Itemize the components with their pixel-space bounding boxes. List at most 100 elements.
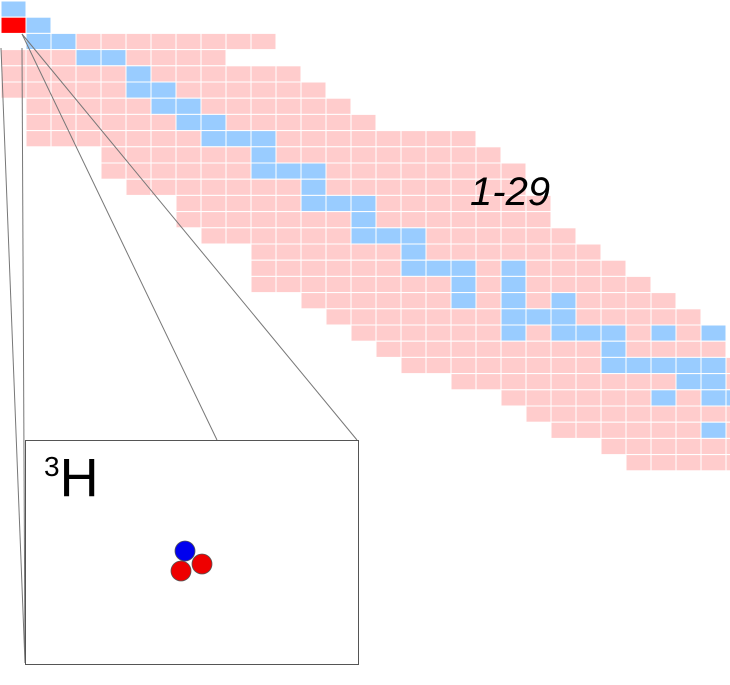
unstable-nuclide-cell [575,243,602,261]
unstable-nuclide-cell [575,356,602,375]
isotope-inset: 3H [25,440,359,665]
unstable-nuclide-cell [25,81,52,99]
unstable-nuclide-cell [425,211,452,229]
unstable-nuclide-cell [500,227,527,245]
unstable-nuclide-cell [425,340,452,358]
stable-nuclide-cell [175,97,202,115]
stable-nuclide-cell [250,130,277,148]
unstable-nuclide-cell [375,340,402,358]
unstable-nuclide-cell [525,227,552,245]
unstable-nuclide-cell [400,308,427,326]
unstable-nuclide-cell [275,243,302,261]
unstable-nuclide-cell [675,389,702,407]
stable-nuclide-cell [100,49,127,67]
unstable-nuclide-cell [600,421,627,439]
stable-nuclide-cell [550,324,577,342]
stable-nuclide-cell [200,113,227,132]
unstable-nuclide-cell [525,275,552,294]
unstable-nuclide-cell [325,243,352,261]
stable-nuclide-cell [500,308,527,326]
unstable-nuclide-cell [200,65,227,83]
unstable-nuclide-cell [325,308,352,326]
stable-nuclide-cell [300,178,327,196]
unstable-nuclide-cell [125,146,152,164]
unstable-nuclide-cell [425,146,452,164]
unstable-nuclide-cell [200,211,227,229]
unstable-nuclide-cell [200,178,227,196]
unstable-nuclide-cell [250,81,277,99]
unstable-nuclide-cell [25,113,52,132]
unstable-nuclide-cell [525,389,552,407]
unstable-nuclide-cell [425,292,452,310]
unstable-nuclide-cell [125,178,152,196]
unstable-nuclide-cell [250,178,277,196]
unstable-nuclide-cell [100,162,127,180]
unstable-nuclide-cell [300,292,327,310]
unstable-nuclide-cell [650,454,677,472]
unstable-nuclide-cell [650,308,677,326]
unstable-nuclide-cell [250,227,277,245]
unstable-nuclide-cell [600,292,627,310]
unstable-nuclide-cell [375,162,402,180]
stable-nuclide-cell [225,130,252,148]
unstable-nuclide-cell [50,97,77,115]
unstable-nuclide-cell [625,437,652,456]
unstable-nuclide-cell [175,32,202,51]
range-label: 1-29 [470,170,551,214]
unstable-nuclide-cell [725,437,730,456]
unstable-nuclide-cell [525,373,552,391]
unstable-nuclide-cell [425,162,452,180]
stable-nuclide-cell [725,389,730,407]
stable-nuclide-cell [500,259,527,277]
unstable-nuclide-cell [300,130,327,148]
unstable-nuclide-cell [350,178,377,196]
unstable-nuclide-cell [175,146,202,164]
unstable-nuclide-cell [275,178,302,196]
zoom-line [21,33,218,441]
stable-nuclide-cell [700,389,727,407]
unstable-nuclide-cell [125,162,152,180]
unstable-nuclide-cell [625,275,652,294]
stable-nuclide-cell [500,275,527,294]
unstable-nuclide-cell [425,275,452,294]
unstable-nuclide-cell [175,65,202,83]
unstable-nuclide-cell [400,178,427,196]
stable-nuclide-cell [325,194,352,213]
unstable-nuclide-cell [250,194,277,213]
stable-nuclide-cell [625,356,652,375]
unstable-nuclide-cell [375,275,402,294]
unstable-nuclide-cell [475,373,502,391]
unstable-nuclide-cell [475,275,502,294]
stable-nuclide-cell [75,49,102,67]
stable-nuclide-cell [350,227,377,245]
unstable-nuclide-cell [450,308,477,326]
unstable-nuclide-cell [100,81,127,99]
stable-nuclide-cell [450,292,477,310]
unstable-nuclide-cell [300,227,327,245]
unstable-nuclide-cell [250,259,277,277]
unstable-nuclide-cell [325,178,352,196]
stable-nuclide-cell [675,356,702,375]
unstable-nuclide-cell [250,65,277,83]
unstable-nuclide-cell [150,32,177,51]
unstable-nuclide-cell [625,405,652,423]
unstable-nuclide-cell [475,227,502,245]
unstable-nuclide-cell [600,437,627,456]
unstable-nuclide-cell [300,259,327,277]
unstable-nuclide-cell [375,324,402,342]
unstable-nuclide-cell [525,324,552,342]
unstable-nuclide-cell [550,373,577,391]
unstable-nuclide-cell [400,324,427,342]
unstable-nuclide-cell [675,405,702,423]
unstable-nuclide-cell [325,162,352,180]
unstable-nuclide-cell [275,146,302,164]
unstable-nuclide-cell [550,389,577,407]
neutron [174,540,196,562]
unstable-nuclide-cell [325,211,352,229]
unstable-nuclide-cell [350,130,377,148]
unstable-nuclide-cell [350,308,377,326]
unstable-nuclide-cell [475,324,502,342]
unstable-nuclide-cell [125,97,152,115]
zoom-line [21,33,358,441]
